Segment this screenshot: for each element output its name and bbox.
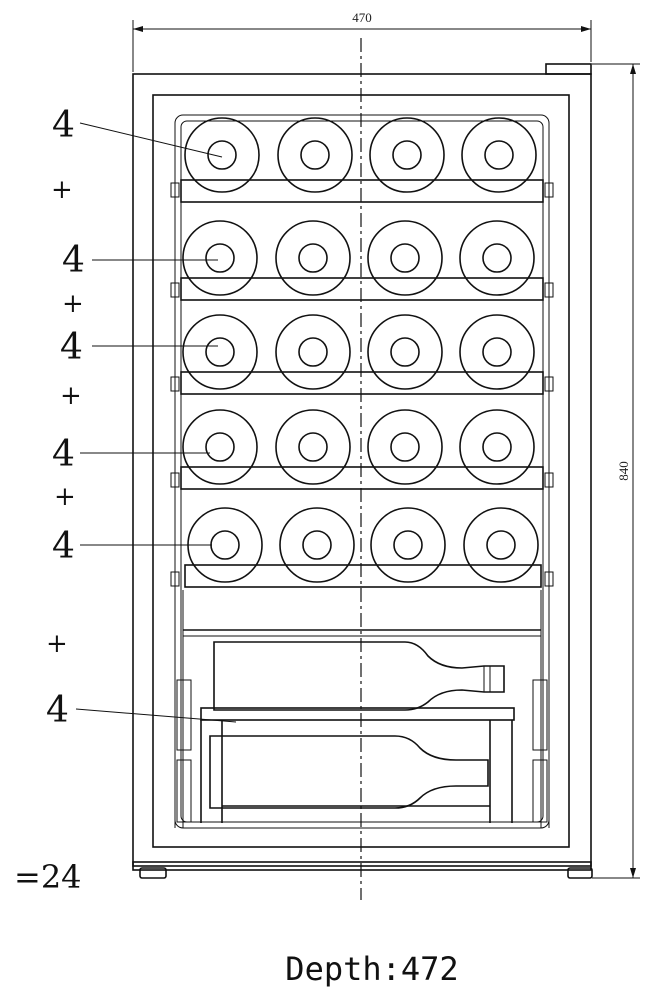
shelf-count-6: 4 xyxy=(46,690,69,731)
shelf-count-1: 4 xyxy=(52,105,75,146)
shelf-count-5: 4 xyxy=(52,526,75,567)
shelf-count-2: 4 xyxy=(62,240,85,281)
bottom-bottles xyxy=(200,641,515,823)
plus-sign-1: + xyxy=(51,175,73,205)
height-dimension: 840 xyxy=(592,63,640,879)
bottle-row-4 xyxy=(180,409,544,490)
leader-lines xyxy=(75,122,237,723)
bottle-row-2 xyxy=(180,220,544,301)
side-rails xyxy=(170,182,554,828)
shelf-count-3: 4 xyxy=(60,327,83,368)
shelf-count-labels: 4 4 4 4 4 4 xyxy=(46,105,85,731)
total-count: =24 xyxy=(14,858,82,896)
shelf-count-4: 4 xyxy=(52,434,75,475)
bottle-row-3 xyxy=(180,314,544,395)
plus-sign-4: + xyxy=(54,482,76,512)
bottle-row-1 xyxy=(180,117,544,203)
plus-sign-5: + xyxy=(46,629,68,659)
plus-sign-2: + xyxy=(62,289,84,319)
plus-sign-3: + xyxy=(60,381,82,411)
compartment-divider xyxy=(183,629,541,637)
height-value: 840 xyxy=(616,461,631,481)
plus-signs: + + + + + xyxy=(46,175,84,659)
bottle-row-5 xyxy=(184,507,542,588)
width-dimension: 470 xyxy=(132,10,592,72)
width-value: 470 xyxy=(352,10,372,25)
depth-label: Depth:472 xyxy=(285,950,458,988)
